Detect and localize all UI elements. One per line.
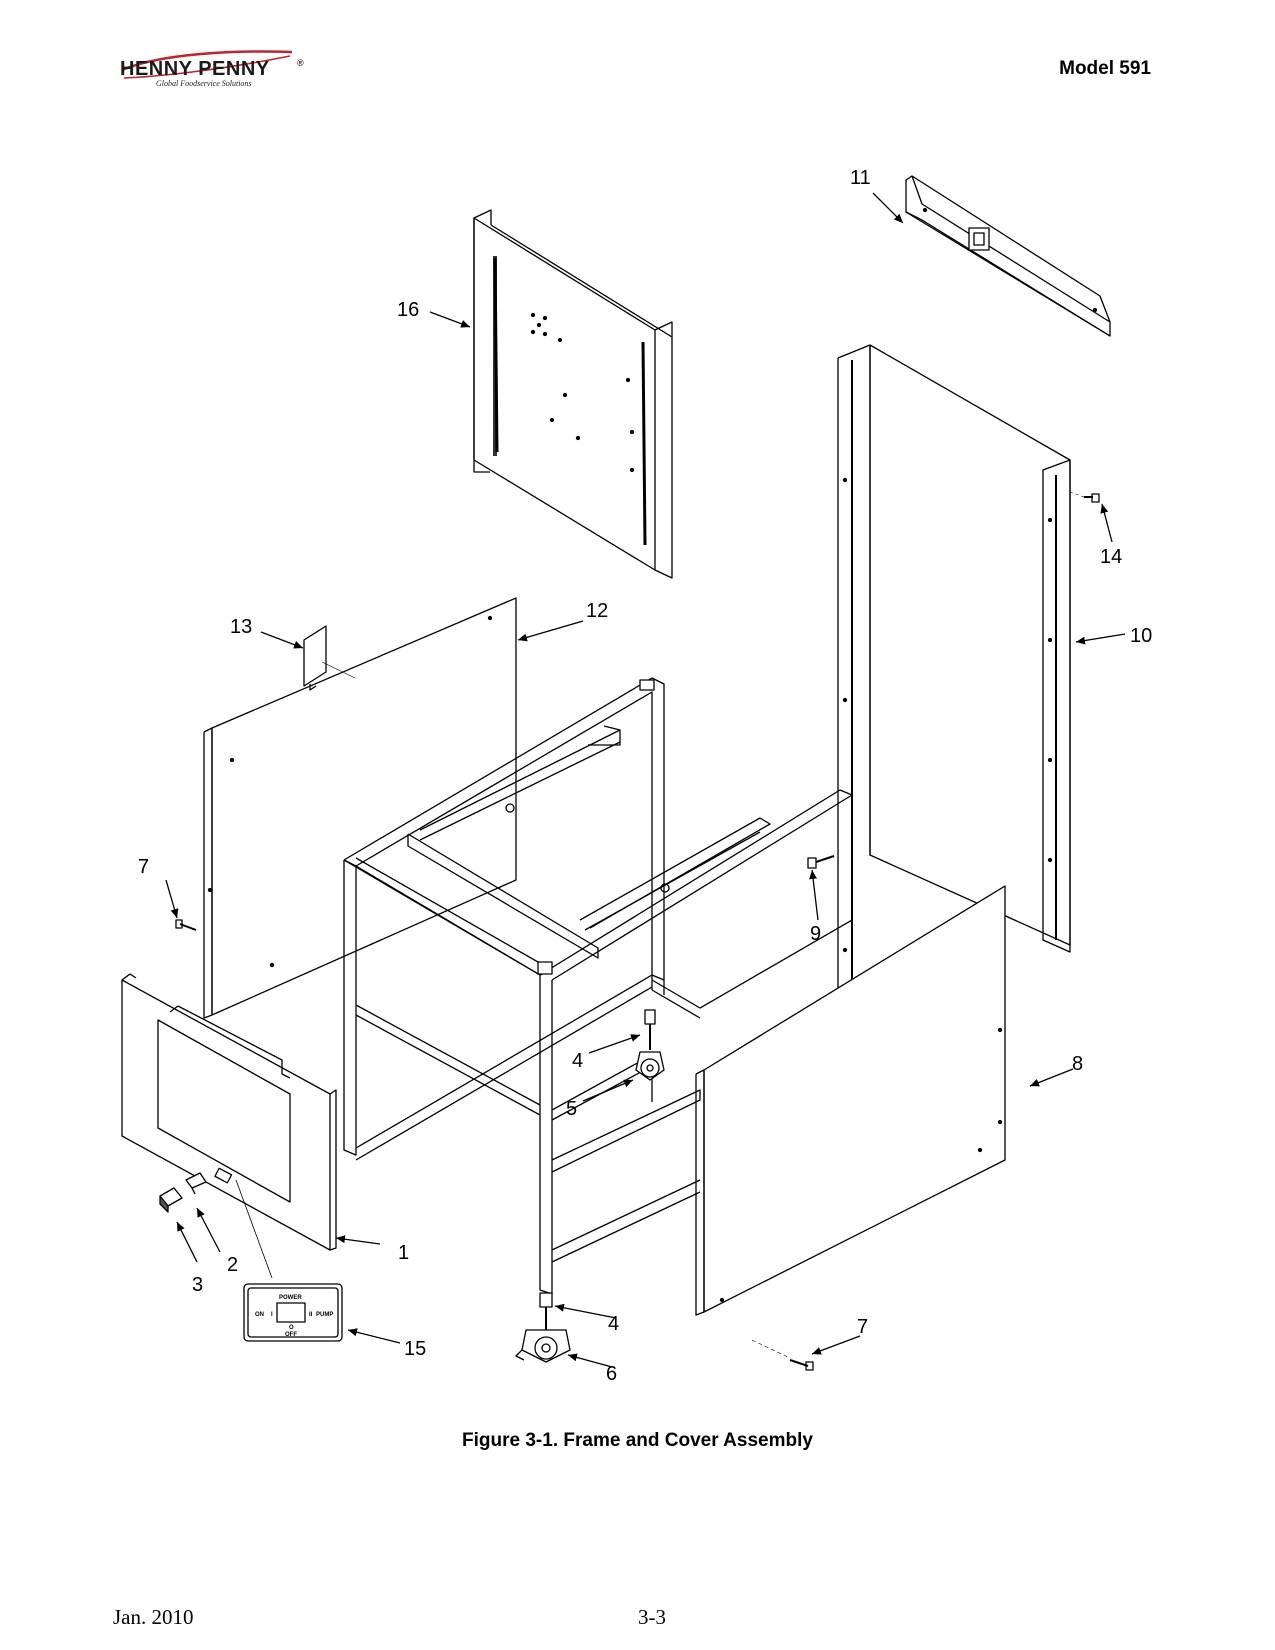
part-7-screw-left (175, 919, 197, 931)
callout-9: 9 (810, 923, 821, 945)
part-11-top-rail (905, 175, 1111, 337)
callout-12: 12 (586, 600, 608, 622)
logo-swoosh-icon (121, 50, 293, 79)
figure-caption: Figure 3-1. Frame and Cover Assembly (462, 1430, 813, 1451)
panel-off-label: OFF (285, 1332, 297, 1338)
callout-4-upper: 4 (572, 1050, 583, 1072)
callout-10: 10 (1130, 625, 1152, 647)
henny-penny-logo: HENNY PENNY ® Global Foodservice Solutio… (120, 46, 310, 92)
callout-16: 16 (397, 299, 419, 321)
callout-7-right: 7 (857, 1316, 868, 1338)
panel-pump-label: PUMP (316, 1312, 333, 1318)
panel-o-label: O (289, 1325, 294, 1331)
part-15-power-label: POWER ON I II PUMP O OFF (243, 1283, 343, 1342)
part-12-left-side-panel (203, 597, 517, 1019)
part-14-screw (1069, 491, 1100, 503)
part-5-caster (635, 1051, 665, 1081)
panel-ii-label: II (309, 1312, 313, 1318)
part-6-locking-caster (515, 1329, 571, 1363)
callout-1: 1 (398, 1242, 409, 1264)
part-3-switch-housing (159, 1187, 183, 1213)
footer-date: Jan. 2010 (113, 1605, 194, 1629)
footer-page-number: 3-3 (638, 1605, 666, 1629)
part-16-rear-panel (473, 209, 673, 579)
model-number: Model 591 (1059, 58, 1151, 79)
callout-5: 5 (566, 1098, 577, 1120)
registered-mark: ® (297, 58, 304, 68)
part-9-bolt (807, 855, 835, 869)
part-7-screw-right (751, 1339, 814, 1371)
part-2-switch (185, 1172, 207, 1195)
panel-power-label: POWER (279, 1295, 302, 1301)
callout-3: 3 (192, 1274, 203, 1296)
leader-arrows (165, 192, 1126, 1368)
callout-15: 15 (404, 1338, 426, 1360)
panel-on-label: ON (255, 1312, 264, 1318)
part-4-caster-socket-lower (539, 1292, 553, 1330)
callout-7-left: 7 (138, 856, 149, 878)
part-8-right-panel (695, 885, 1006, 1316)
callout-2: 2 (227, 1254, 238, 1276)
panel-i-label: I (271, 1312, 273, 1318)
callout-4-lower: 4 (608, 1313, 619, 1335)
part-4-caster-socket-upper (644, 1009, 656, 1050)
frame-weldment (343, 677, 853, 1295)
callout-14: 14 (1100, 546, 1122, 568)
brand-name: HENNY PENNY (120, 58, 270, 80)
callout-13: 13 (230, 616, 252, 638)
callout-6: 6 (606, 1363, 617, 1385)
callout-8: 8 (1072, 1053, 1083, 1075)
part-1-front-door (121, 973, 337, 1251)
part-10-right-side-panel (837, 344, 1071, 1001)
callout-11: 11 (850, 167, 871, 189)
brand-tagline: Global Foodservice Solutions (156, 79, 252, 88)
part-13-bracket (303, 625, 356, 691)
